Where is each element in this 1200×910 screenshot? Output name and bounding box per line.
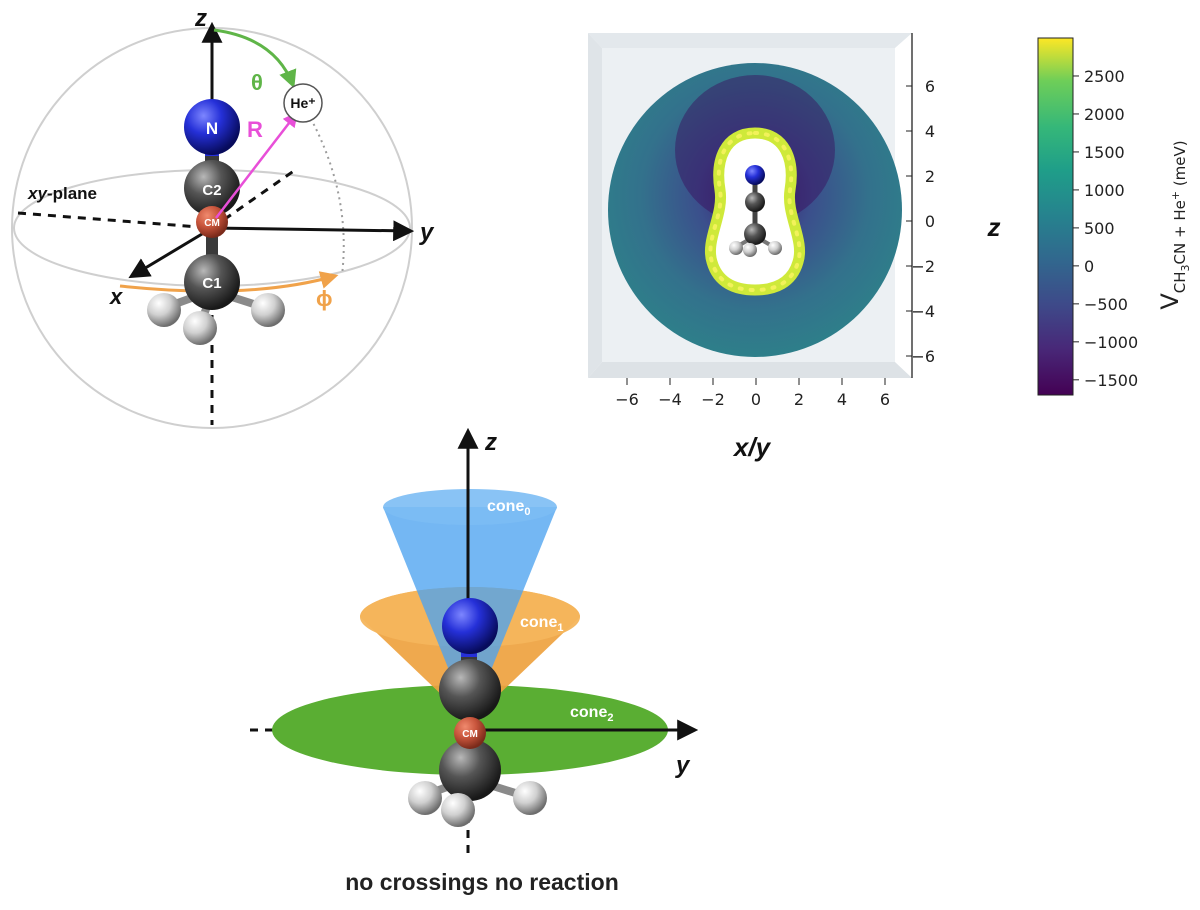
- panel-c-cones: CM cone0 cone1 cone2 z y no crossings no…: [250, 427, 699, 895]
- phi-label: ϕ: [316, 286, 333, 311]
- hydrogen-atom: [513, 781, 547, 815]
- center-of-mass-atom: [454, 717, 486, 749]
- colorbar-label: VCH3CN + He+ (meV): [1156, 140, 1192, 309]
- atom-label-cm: CM: [462, 729, 478, 740]
- cone0-rim: [383, 489, 557, 525]
- atom-label-c1: C1: [202, 275, 221, 292]
- panel-b-potential-map: −6 −4 −2 0 2 4 6 6 4 2 0 −2 −4 −6 x/y z 2500 2000 1500…: [588, 33, 1192, 462]
- atom-label-n: N: [206, 119, 218, 138]
- x-tick-label: −4: [658, 390, 682, 409]
- axis-label-y: y: [675, 752, 691, 779]
- atom-label-cm: CM: [204, 218, 220, 229]
- carbon-atom: [439, 659, 501, 721]
- x-tick-label: −2: [701, 390, 725, 409]
- colorbar-tick-label: −1000: [1084, 333, 1138, 352]
- y-tick-label: 0: [925, 212, 935, 231]
- carbon-c1-atom: [184, 254, 240, 310]
- theta-label: θ: [251, 70, 263, 95]
- hydrogen-atom: [147, 293, 181, 327]
- cone2-label: cone2: [570, 704, 613, 724]
- panel-a-coordinate-sphere: N C2 CM C1 He⁺ z y x θ R ϕ xy-plane: [11, 5, 435, 429]
- hydrogen-atom: [441, 793, 475, 827]
- nitrogen-atom: [184, 99, 240, 155]
- x-tick-group: −6 −4 −2 0 2 4 6: [615, 378, 890, 409]
- theta-arc: [213, 28, 297, 89]
- y-tick-label: 6: [925, 77, 935, 96]
- r-label: R: [247, 117, 263, 142]
- mini-hydrogen-atom: [743, 243, 757, 257]
- axis-label-z: z: [194, 5, 207, 32]
- y-tick-label: −6: [911, 347, 935, 366]
- mini-carbon-atom: [744, 223, 766, 245]
- hydrogen-atom: [251, 293, 285, 327]
- mini-hydrogen-atom: [768, 241, 782, 255]
- phi-arc: [119, 271, 339, 293]
- mini-carbon-atom: [745, 192, 765, 212]
- colorbar-tick-label: 0: [1084, 257, 1094, 276]
- colorbar-tick-group: 2500 2000 1500 1000 500 0 −500 −1000 −1500: [1073, 67, 1138, 390]
- colorbar: [1037, 37, 1074, 396]
- x-tick-label: 6: [880, 390, 890, 409]
- y-axis-label: z: [987, 212, 1001, 242]
- y-tick-label: 2: [925, 167, 935, 186]
- axis-label-z: z: [484, 429, 497, 456]
- y-tick-group: 6 4 2 0 −2 −4 −6: [906, 77, 935, 366]
- hydrogen-atom: [408, 781, 442, 815]
- carbon-c2-atom: [184, 160, 240, 216]
- y-tick-label: −4: [911, 302, 935, 321]
- xy-plane-label: xy-plane: [27, 184, 97, 203]
- x-axis-arrow: [128, 226, 213, 279]
- plot-box-bottom: [588, 362, 912, 378]
- colorbar-tick-label: 2500: [1084, 67, 1125, 86]
- pes-wall-glow: [708, 130, 802, 293]
- he-label: He⁺: [290, 95, 315, 111]
- x-tick-label: 2: [794, 390, 804, 409]
- atom-label-c2: C2: [202, 182, 221, 199]
- axis-label-x: x: [109, 284, 123, 309]
- colorbar-tick-label: 2000: [1084, 105, 1125, 124]
- colorbar-tick-label: 1000: [1084, 181, 1125, 200]
- x-axis-label: x/y: [732, 432, 772, 462]
- hydrogen-atom: [183, 311, 217, 345]
- colorbar-tick-label: 1500: [1084, 143, 1125, 162]
- y-tick-label: −2: [911, 257, 935, 276]
- phi-projection-arc: [304, 107, 345, 276]
- x-tick-label: −6: [615, 390, 639, 409]
- y-axis-arrow: [211, 220, 415, 242]
- plot-box-backdrop: [588, 33, 912, 48]
- plot-box-left: [588, 33, 602, 378]
- nitrogen-atom: [442, 598, 498, 654]
- mini-nitrogen-atom: [745, 165, 765, 185]
- x-tick-label: 0: [751, 390, 761, 409]
- axis-label-y: y: [419, 219, 435, 246]
- colorbar-tick-label: 500: [1084, 219, 1115, 238]
- x-axis-dashed: [17, 211, 213, 230]
- r-vector-arrow: [215, 111, 298, 219]
- x-tick-label: 4: [837, 390, 847, 409]
- carbon-atom: [439, 739, 501, 801]
- mini-hydrogen-atom: [729, 241, 743, 255]
- caption: no crossings no reaction: [345, 869, 619, 895]
- colorbar-tick-label: −1500: [1084, 371, 1138, 390]
- he-ion: [283, 83, 323, 123]
- y-tick-label: 4: [925, 122, 935, 141]
- cone1-label: cone1: [520, 614, 563, 634]
- colorbar-tick-label: −500: [1084, 295, 1128, 314]
- cone0-label: cone0: [487, 498, 530, 518]
